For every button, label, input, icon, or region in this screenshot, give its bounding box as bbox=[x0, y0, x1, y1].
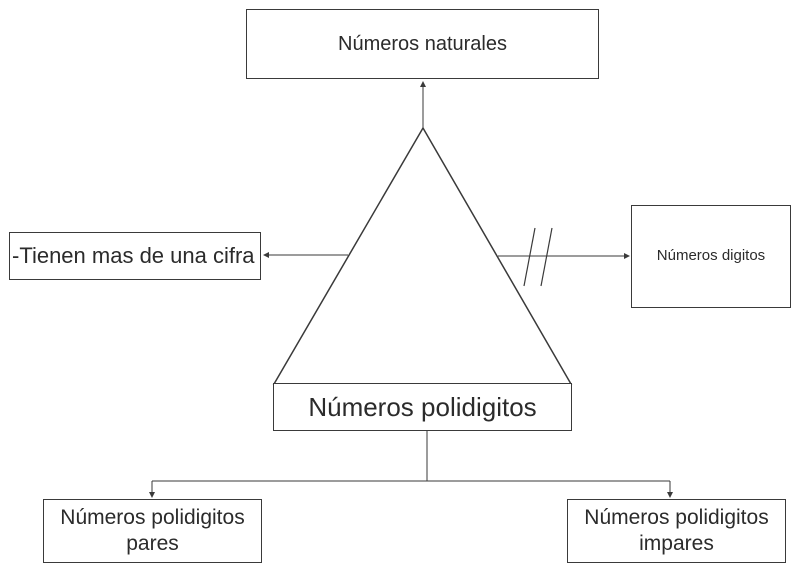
node-polidigitos-impares-line-2: impares bbox=[639, 532, 714, 555]
node-numeros-polidigitos-label: Números polidigitos bbox=[308, 391, 537, 422]
node-numeros-digitos: Números digitos bbox=[631, 205, 791, 308]
node-numeros-naturales: Números naturales bbox=[246, 9, 599, 79]
node-polidigitos-pares-line-2: pares bbox=[126, 532, 179, 555]
node-numeros-naturales-label: Números naturales bbox=[338, 32, 507, 55]
node-numeros-digitos-label: Números digitos bbox=[656, 247, 766, 265]
node-numeros-polidigitos: Números polidigitos bbox=[273, 383, 572, 431]
node-polidigitos-impares-line-1: Números polidigitos bbox=[584, 505, 769, 529]
node-mas-de-una-cifra-label: -Tienen mas de una cifra bbox=[12, 243, 255, 269]
negation-slash-1 bbox=[523, 227, 536, 287]
node-polidigitos-pares: Números polidigitos pares bbox=[43, 499, 262, 563]
node-polidigitos-pares-line-1: Números polidigitos bbox=[60, 505, 245, 529]
node-mas-de-una-cifra: -Tienen mas de una cifra bbox=[9, 232, 261, 280]
negation-slash-2 bbox=[540, 227, 553, 287]
node-polidigitos-impares: Números polidigitos impares bbox=[567, 499, 786, 563]
